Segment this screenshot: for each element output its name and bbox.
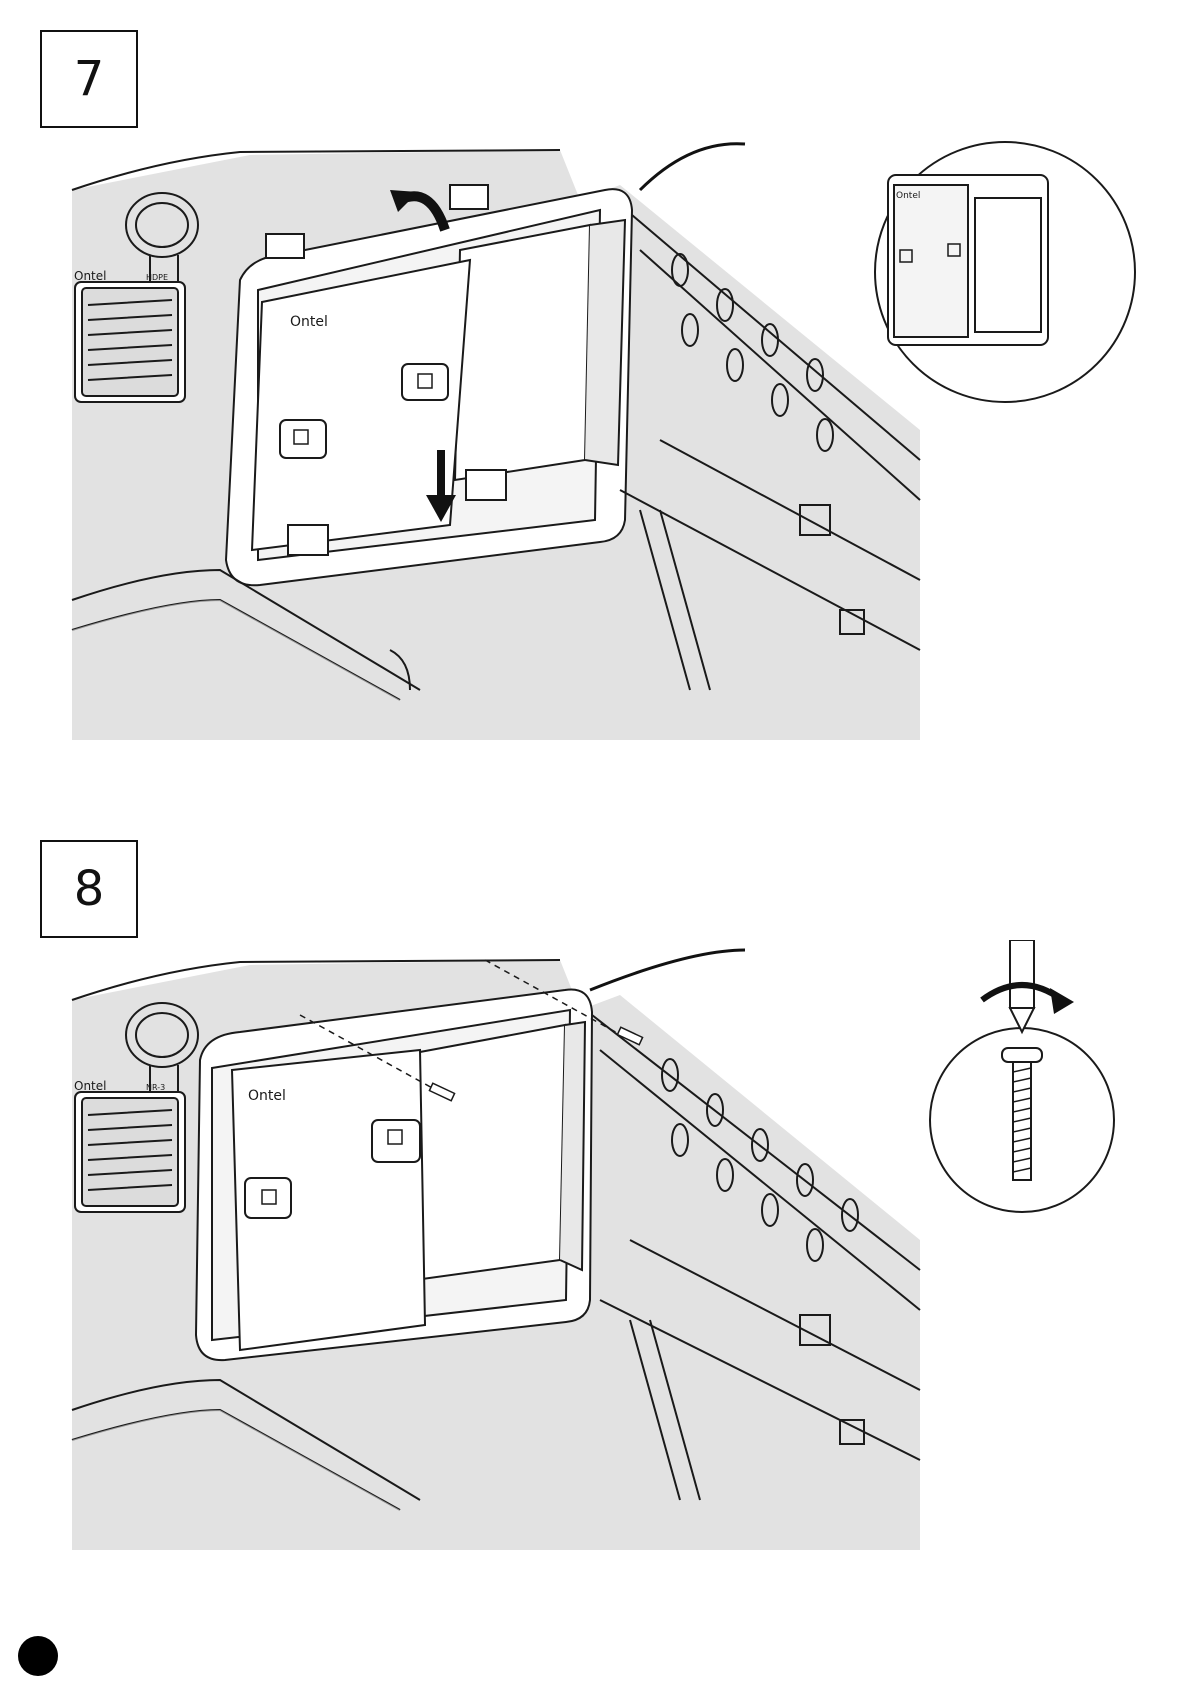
step-number-box: 8 <box>40 840 138 938</box>
door-latch-left <box>280 420 326 458</box>
vent-grille <box>75 1092 185 1212</box>
screwdriver-detail <box>930 940 1114 1212</box>
door-brand-mark: Ontel <box>248 1088 286 1104</box>
sliding-door-panel: Ontel <box>232 1050 425 1350</box>
brand-mark-small: Ontel <box>74 269 106 283</box>
brand-mark-small: Ontel <box>74 1079 106 1093</box>
zoom-inset: Ontel <box>875 142 1135 402</box>
door-latch-left <box>245 1178 291 1218</box>
hdpe-tag: HDPE <box>146 273 168 282</box>
step-number: 8 <box>74 861 105 917</box>
vent-grille <box>75 282 185 402</box>
window-opening <box>455 225 590 480</box>
cable <box>640 144 745 190</box>
step-8-illustration: Ontel NR-3 Ontel <box>0 940 1191 1560</box>
window-opening <box>415 1025 565 1280</box>
nr-tag: NR-3 <box>146 1083 165 1092</box>
screw-head <box>1002 1048 1042 1062</box>
page-marker-dot <box>18 1636 58 1676</box>
door-latch-right <box>372 1120 420 1162</box>
screwdriver-icon <box>1010 940 1034 1008</box>
step-number-box: 7 <box>40 30 138 128</box>
cable <box>590 950 745 990</box>
step-number: 7 <box>74 51 105 107</box>
inset-brand-mark: Ontel <box>896 191 920 201</box>
door-brand-mark: Ontel <box>290 314 328 330</box>
door-latch-right <box>402 364 448 400</box>
step-7-illustration: Ontel HDPE Ontel <box>0 130 1191 750</box>
